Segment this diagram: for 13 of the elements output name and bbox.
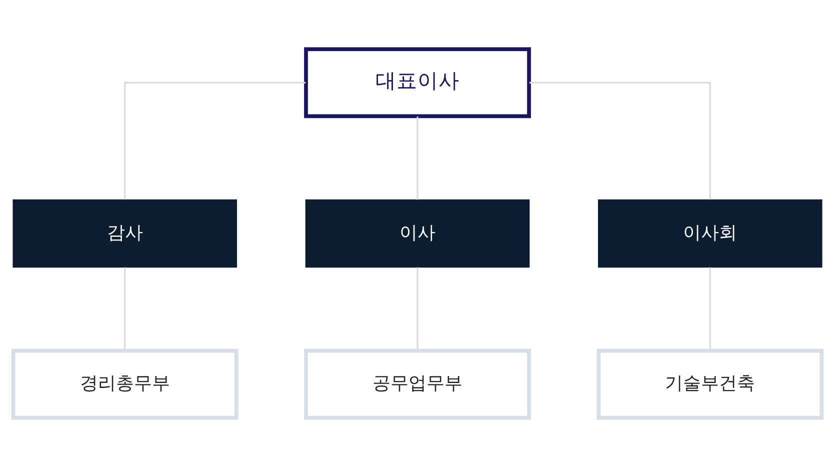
connector — [124, 82, 306, 200]
node-box: 이사회 — [598, 199, 822, 268]
node-box: 대표이사 — [304, 47, 531, 118]
node-box: 이사 — [305, 199, 530, 268]
connector — [416, 116, 418, 200]
connector — [416, 267, 418, 351]
node-box: 경리총무부 — [11, 348, 238, 420]
connector — [529, 82, 711, 200]
connector — [124, 267, 126, 351]
connector — [709, 267, 711, 351]
node-box: 공무업무부 — [304, 348, 531, 420]
node-box: 기술부건축 — [596, 348, 824, 420]
node-box: 감사 — [12, 199, 238, 268]
